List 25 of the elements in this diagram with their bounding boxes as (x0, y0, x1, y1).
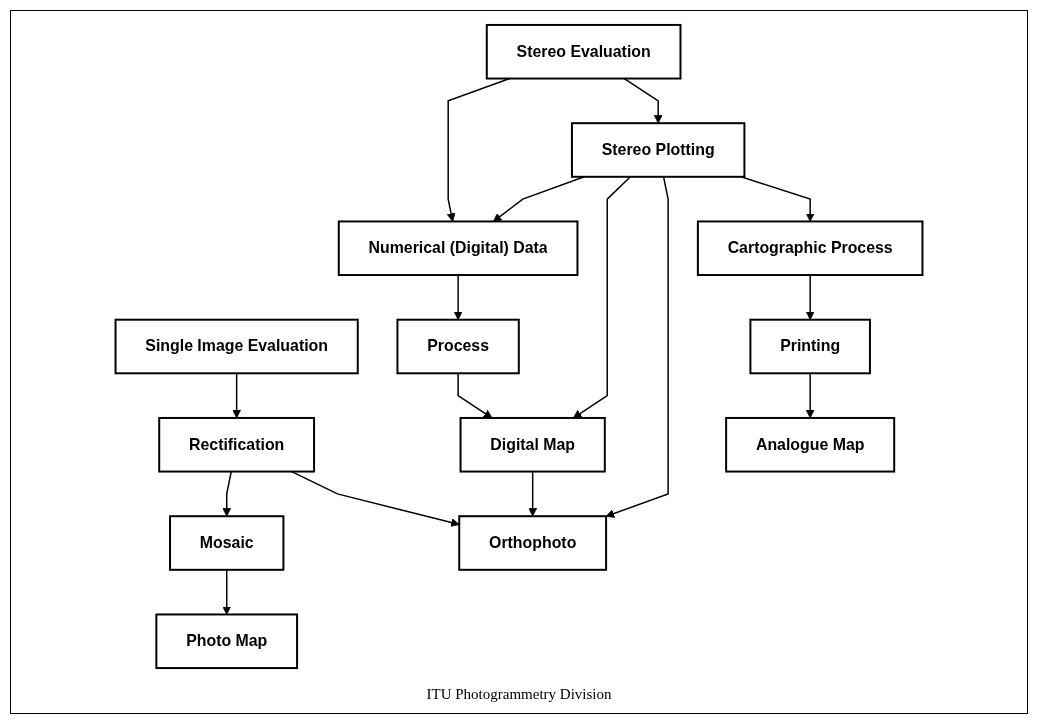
node-box: Process (396, 318, 520, 375)
arrow (453, 274, 463, 321)
node-box: Mosaic (169, 515, 285, 571)
arrow (528, 470, 538, 517)
node-box: Printing (749, 318, 871, 375)
node-box: Analogue Map (725, 416, 896, 473)
arrow (572, 176, 632, 419)
node-box: Single Image Evaluation (114, 318, 359, 375)
arrow (222, 569, 232, 615)
arrow (623, 77, 663, 124)
caption: ITU Photogrammetry Division (426, 686, 612, 703)
arrow (805, 274, 815, 321)
node-box: Rectification (158, 416, 316, 473)
arrow (805, 372, 815, 419)
node-box: Stereo Plotting (570, 122, 746, 178)
arrow (605, 176, 669, 518)
node-box: Numerical (Digital) Data (337, 220, 579, 277)
node-box: Photo Map (155, 613, 299, 670)
node-box: Digital Map (459, 416, 606, 473)
node-box: Orthophoto (458, 515, 608, 571)
arrow (222, 470, 232, 517)
node-box: Cartographic Process (696, 220, 924, 277)
arrow (457, 372, 493, 419)
arrow (232, 372, 241, 419)
node-box: Stereo Evaluation (485, 23, 682, 80)
